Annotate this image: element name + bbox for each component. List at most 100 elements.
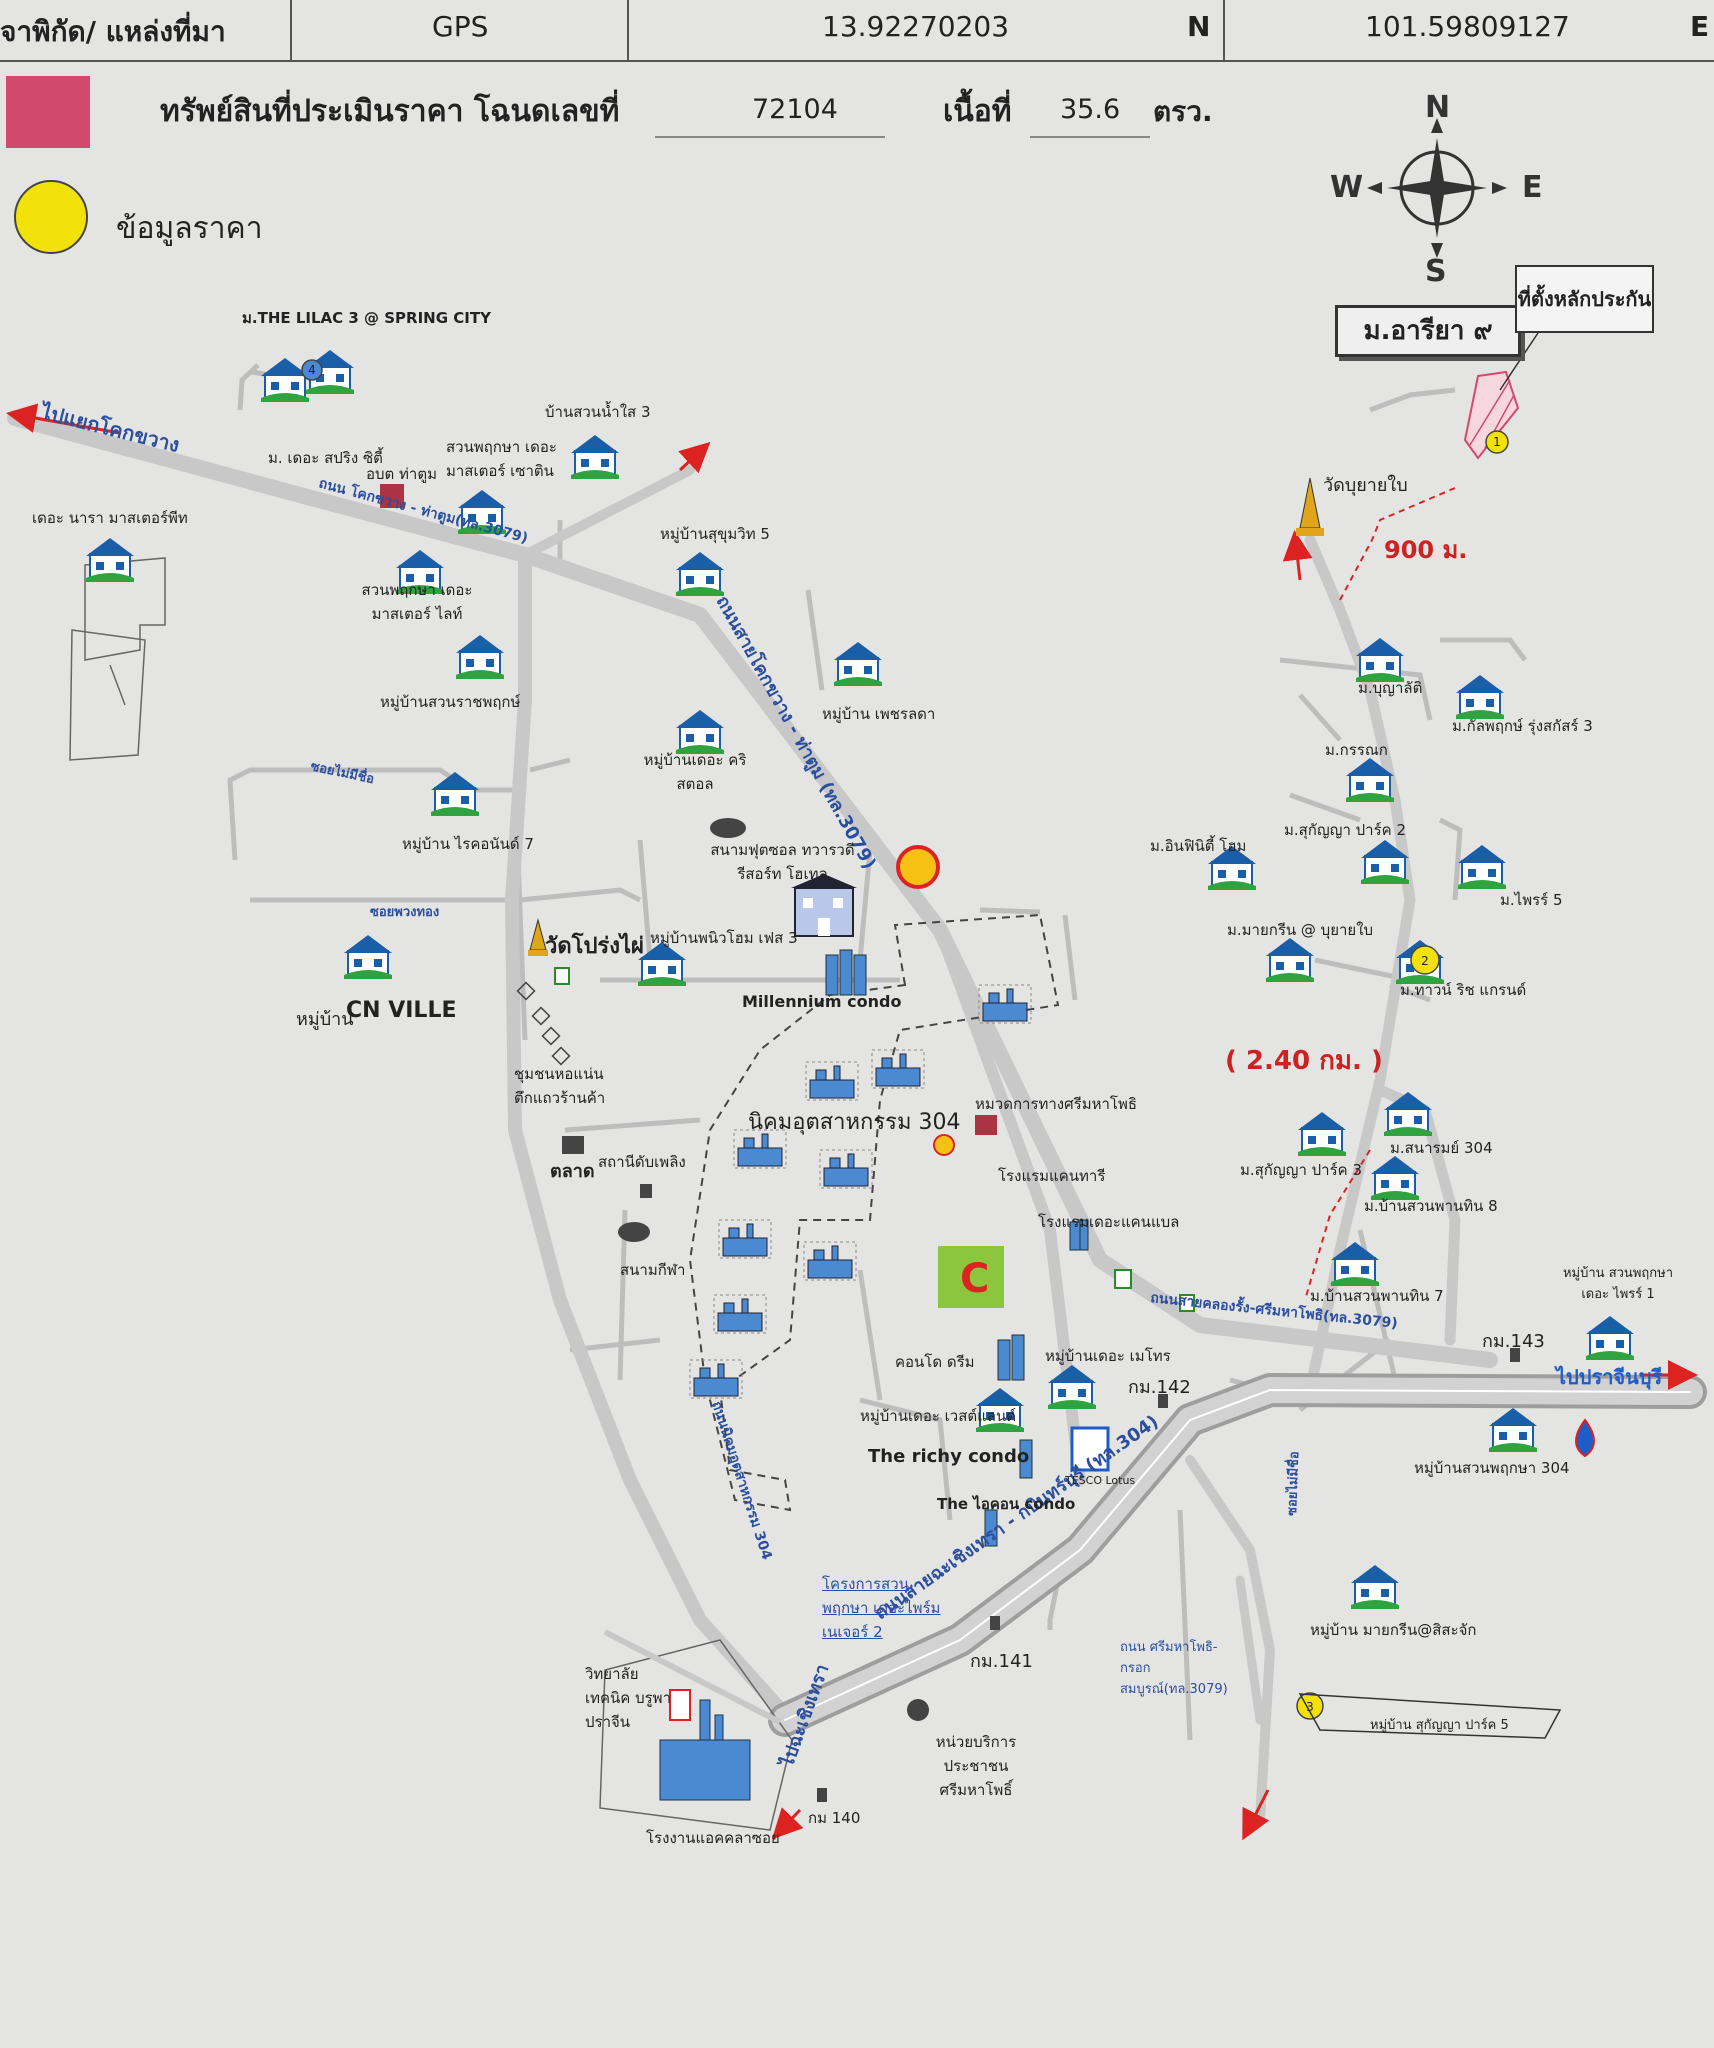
temple-icon-buyai <box>1296 477 1324 536</box>
label-richlane7: หมู่บ้าน ไรคอนันด์ 7 <box>402 835 534 853</box>
seven-eleven-icon <box>1114 1269 1132 1289</box>
seven-eleven-icon <box>1179 1294 1195 1312</box>
village-house-icon <box>396 550 444 594</box>
label-phetlada: หมู่บ้าน เพชรลดา <box>822 705 936 723</box>
village-house-icon <box>86 538 134 582</box>
tesco-logo <box>1070 1426 1110 1472</box>
distance-2.4km: ( 2.40 กม. ) <box>1225 1046 1383 1076</box>
km-post <box>1158 1394 1168 1408</box>
market-icon <box>562 1136 584 1154</box>
factory-icon <box>803 1241 857 1281</box>
arrow-west <box>6 403 121 435</box>
label-project-suan: โครงการสวนพฤกษา เดอะไพร์ม เนเจอร์ 2 <box>822 1575 941 1641</box>
soi-label-maisue: ซอยไม่มีชื่อ <box>309 756 376 787</box>
label-nara: เดอะ นารา มาสเตอร์พีท <box>32 509 188 527</box>
km-post <box>990 1616 1000 1630</box>
road-label-industrial: ถนนนิคมอุตสาหกรรม 304 <box>708 1399 775 1562</box>
area-unit: ตรว. <box>1153 95 1213 128</box>
service-icon <box>907 1699 929 1721</box>
source-label: จาพิกัด/ แหล่งที่มา <box>0 15 226 48</box>
factory-icon <box>713 1294 767 1334</box>
village-house-icon <box>1489 1408 1537 1452</box>
label-road-srimahaphot: ถนน ศรีมหาโพธิ-กรอกสมบูรณ์(ทล.3079) <box>1120 1640 1228 1697</box>
label-town-rich: ม.ทาวน์ ริช แกรนด์ <box>1400 981 1527 999</box>
factory-icon <box>689 1359 743 1399</box>
label-magreen: ม.มายกรีน @ บุยายใบ <box>1227 921 1374 939</box>
label-km142: กม.142 <box>1128 1377 1191 1398</box>
compass-rose <box>1367 118 1507 258</box>
label-km141: กม.141 <box>970 1651 1033 1672</box>
stadium-icon <box>710 818 746 838</box>
village-house-icon <box>1586 1316 1634 1360</box>
village-house-icon <box>431 772 479 816</box>
deed-underline <box>655 136 885 138</box>
label-spring-city: ม. เดอะ สปริง ซิตี้ <box>268 449 383 467</box>
label-market: ตลาด <box>550 1161 595 1182</box>
shophouse-blocks <box>516 981 571 1066</box>
compass-n: N <box>1425 90 1451 125</box>
land-plots <box>69 557 166 761</box>
label-wat-pong: วัดโปร่งไผ่ <box>545 934 644 959</box>
label-sukhumvit5: หมู่บ้านสุขุมวิท 5 <box>660 525 770 543</box>
deed-number: 72104 <box>752 94 838 125</box>
village-house-icon <box>1208 846 1256 890</box>
soi-label-phuangthong: ซอยพวงทอง <box>370 905 439 920</box>
village-house-icon <box>976 1388 1024 1432</box>
label-cn-ville-prefix: หมู่บ้าน <box>296 1009 354 1030</box>
label-golf: สนามฟุตซอล ทวารวดี รีสอร์ท โฮเทล <box>710 841 855 883</box>
temple-icon-pong <box>528 918 548 956</box>
hotel-icon <box>791 874 857 937</box>
factory-icon <box>718 1219 772 1259</box>
village-house-icon <box>261 358 309 402</box>
divider <box>290 0 292 60</box>
village-house-icon <box>1298 1112 1346 1156</box>
n-label: N <box>1187 10 1211 43</box>
label-suanphan7: ม.บ้านสวนพานทิน 7 <box>1310 1287 1444 1305</box>
label-km140: กม 140 <box>808 1809 861 1827</box>
village-house-icon <box>1356 638 1404 682</box>
college-icon <box>669 1689 691 1721</box>
major-roads <box>7 410 1498 1727</box>
label-infinity: ม.อินฟินิตี้ โฮม <box>1150 837 1247 855</box>
label-suan-prime1: หมู่บ้าน สวนพฤกษา เดอะ ไพรร์ 1 <box>1562 1266 1673 1302</box>
distance-2.4km-line <box>1304 1149 1371 1301</box>
km-post <box>817 1788 827 1802</box>
label-suanphruksa-master: สวนพฤกษา เดอะ มาสเตอร์ เซาติน <box>446 438 557 480</box>
highway-304 <box>768 1373 1707 1825</box>
label-nuihom: หมู่บ้านพนิวโฮม เฟส 3 <box>650 929 798 947</box>
factory-icons <box>689 984 1032 1399</box>
label-wat-buyai: วัดบุยายใบ <box>1323 475 1408 496</box>
compass-w: W <box>1330 170 1364 205</box>
comparable-1-number: 1 <box>1493 435 1501 449</box>
comparable-4-number: 4 <box>308 363 316 377</box>
obt-icon <box>380 484 404 508</box>
divider <box>627 0 629 60</box>
village-house-icon <box>1048 1365 1096 1409</box>
label-college: วิทยาลัยเทคนิค บรูพาปราจีน <box>585 1665 671 1731</box>
label-bankhuan: บ้านสวนน้ำใส 3 <box>545 403 651 421</box>
label-westland: หมู่บ้านเดอะ เวสต์แลนด์ <box>860 1407 1016 1425</box>
village-house-icon <box>1266 938 1314 982</box>
label-metro: หมู่บ้านเดอะ เมโทร <box>1045 1347 1171 1365</box>
industrial-estate-boundary <box>688 913 1060 1512</box>
village-house-icon <box>834 642 882 686</box>
village-house-icon <box>458 490 506 534</box>
big-c-logo <box>938 1246 1004 1308</box>
e-label: E <box>1690 10 1710 43</box>
label-prime5: ม.ไพรร์ 5 <box>1500 891 1563 909</box>
arrow-southwest <box>771 1807 804 1840</box>
label-condo-dream: คอนโด ดรีม <box>895 1353 975 1371</box>
longitude-value: 101.59809127 <box>1365 10 1570 43</box>
label-sanaran: ม.สนารมย์ 304 <box>1390 1139 1493 1157</box>
subject-legend-swatch <box>6 76 90 148</box>
label-suanphan8: ม.บ้านสวนพานทิน 8 <box>1364 1197 1498 1215</box>
label-tesco: TESCO Lotus <box>1065 1474 1136 1487</box>
area-underline <box>1030 136 1150 138</box>
label-suan304: หมู่บ้านสวนพฤกษา 304 <box>1414 1459 1570 1477</box>
stadium-icon <box>618 1222 650 1242</box>
arrow-north-right <box>1282 530 1313 581</box>
label-kasornsak: ม.กรรณก <box>1325 741 1388 759</box>
label-stadium: สนามกีฬา <box>620 1261 686 1279</box>
sukanya5-plot <box>1298 1693 1562 1739</box>
